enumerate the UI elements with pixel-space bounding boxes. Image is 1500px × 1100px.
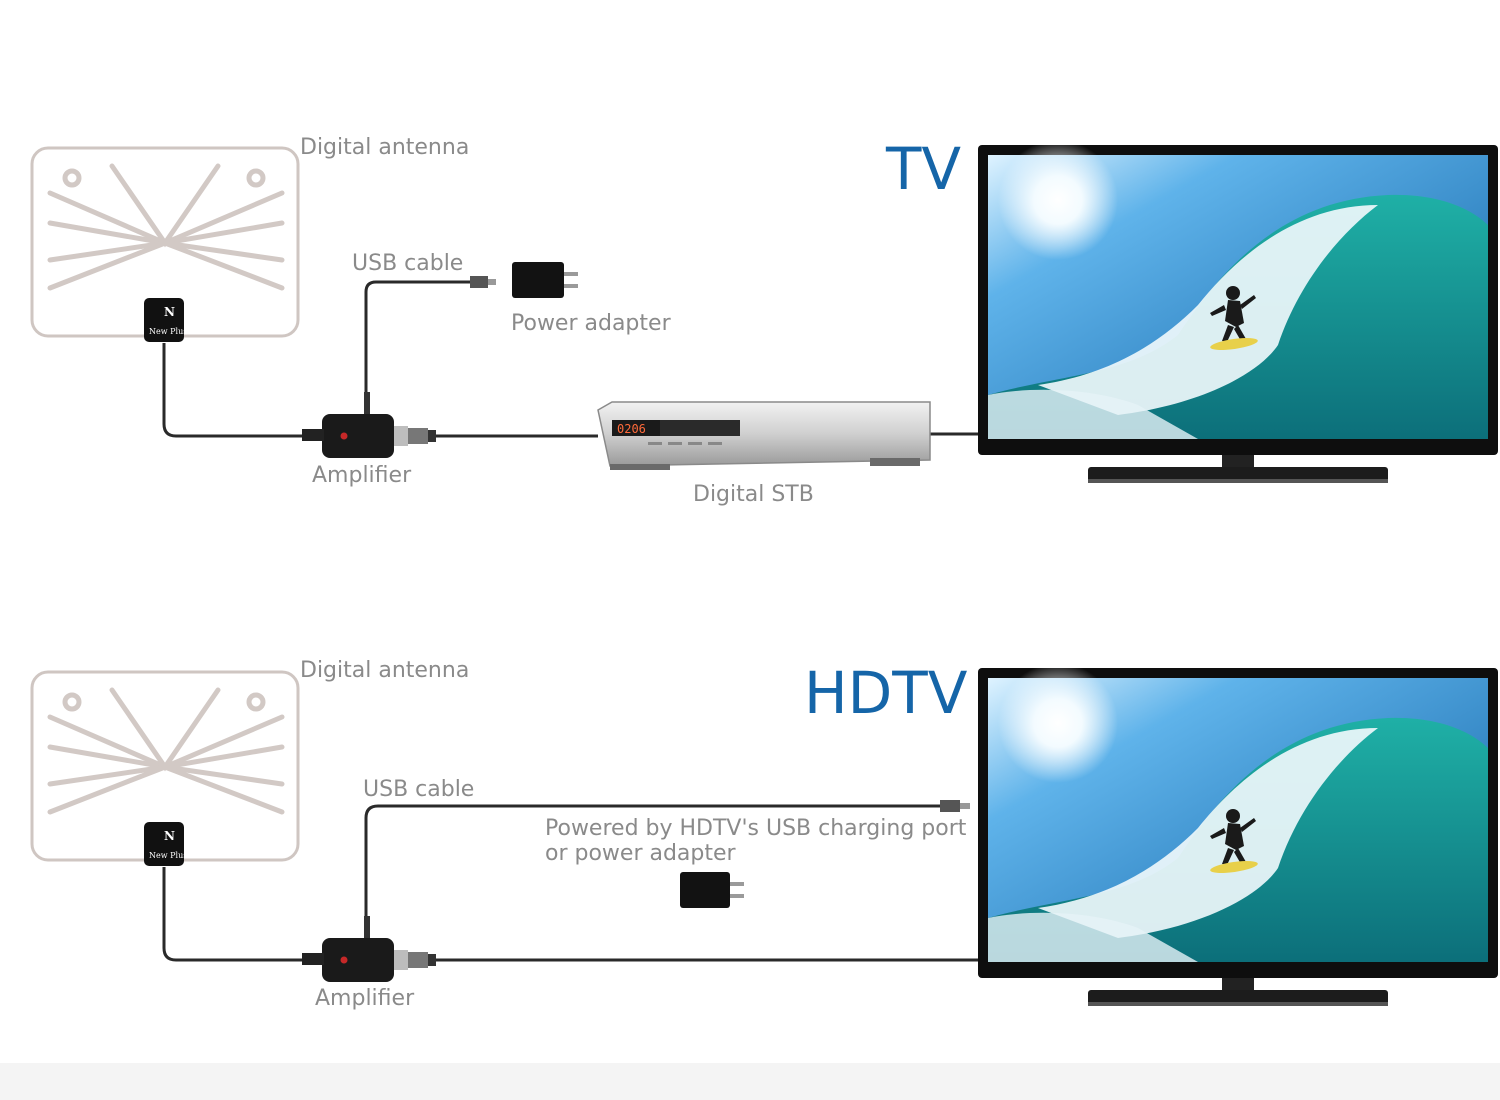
antenna-label-1: Digital antenna xyxy=(300,135,470,160)
usb-cable-label-2: USB cable xyxy=(363,777,475,802)
digital-stb-label: Digital STB xyxy=(693,482,814,507)
usb-cable-label-1: USB cable xyxy=(352,251,464,276)
antenna-label-2: Digital antenna xyxy=(300,658,470,683)
stb-display: 0206 xyxy=(617,422,646,436)
amplifier-1 xyxy=(302,392,436,458)
usb-cable-2 xyxy=(364,804,940,922)
tv-set-2 xyxy=(978,663,1498,1006)
power-adapter-label: Power adapter xyxy=(511,311,671,336)
antenna-brand-2: New Plus xyxy=(149,851,187,860)
antenna-brand-n-1: N xyxy=(164,305,175,319)
digital-stb: 0206 xyxy=(597,401,931,470)
usb-plug-1 xyxy=(470,276,488,288)
tv-title: TV xyxy=(886,135,962,203)
hdtv-title: HDTV xyxy=(804,659,968,727)
amplifier-2 xyxy=(302,916,436,982)
amplifier-label-1: Amplifier xyxy=(312,463,412,488)
amplifier-label-2: Amplifier xyxy=(315,986,415,1011)
cables-2 xyxy=(162,804,978,962)
antenna-brand-1: New Plus xyxy=(149,327,187,336)
tv-set-1 xyxy=(978,140,1498,483)
usb-plug-2 xyxy=(940,800,960,812)
diagram-tv: N New Plus 0206 xyxy=(32,140,1498,483)
power-note: Powered by HDTV's USB charging port or p… xyxy=(545,816,967,866)
antenna-to-amplifier-cable-2 xyxy=(162,867,302,962)
cables-1 xyxy=(162,280,980,438)
power-adapter-1 xyxy=(512,262,578,298)
diagram-hdtv: N New Plus xyxy=(32,663,1498,1006)
power-adapter-2 xyxy=(680,872,744,908)
antenna-brand-n-2: N xyxy=(164,829,175,843)
footer-band xyxy=(0,1063,1500,1100)
antenna-to-amplifier-cable-1 xyxy=(162,343,302,438)
usb-cable-1 xyxy=(364,280,470,396)
